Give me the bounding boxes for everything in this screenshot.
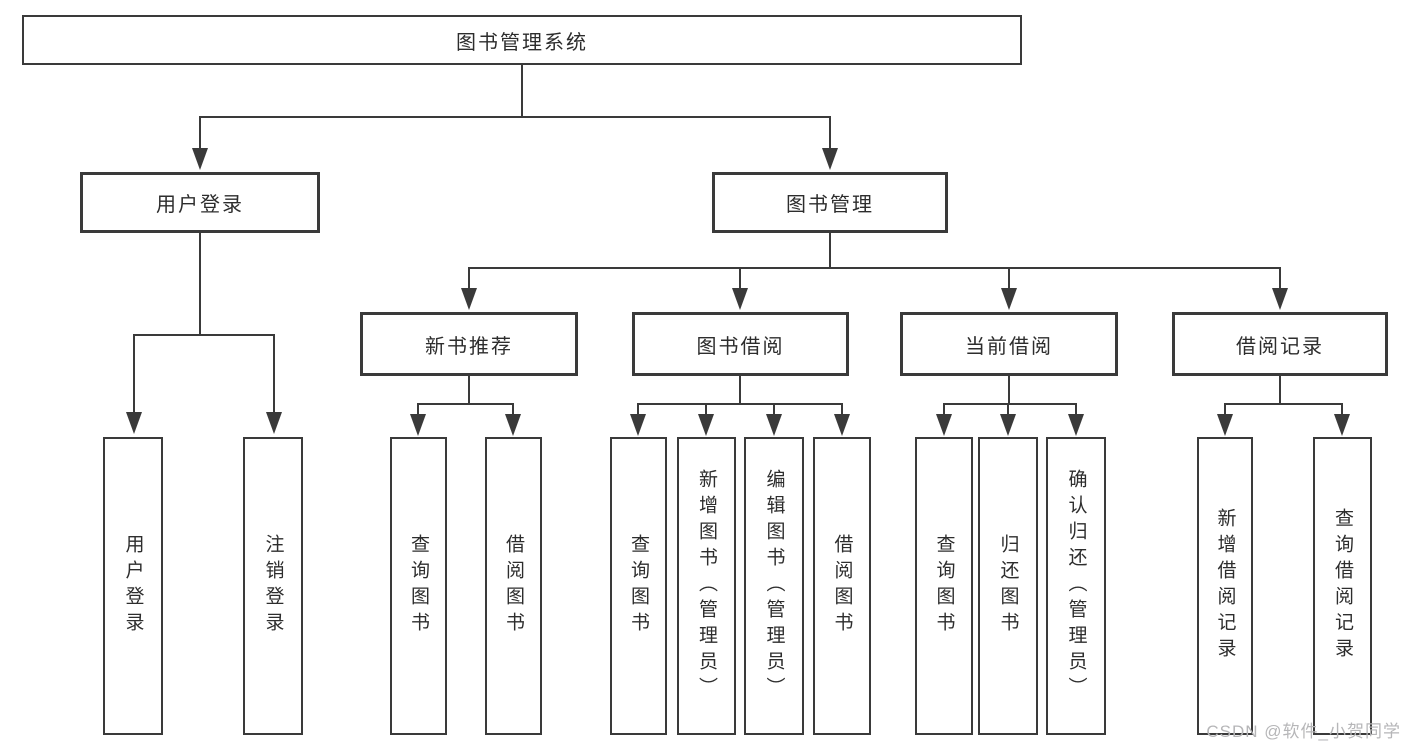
connector-line <box>829 116 831 150</box>
connector-line <box>417 403 514 405</box>
arrow-down-icon <box>461 288 477 310</box>
leaf-query-books-current: 查询图书 <box>915 437 973 735</box>
arrow-down-icon <box>822 148 838 170</box>
leaf-label: 确认归还（管理员） <box>1065 469 1087 703</box>
leaf-label: 新增借阅记录 <box>1214 508 1236 664</box>
connector-line <box>468 376 470 405</box>
arrow-down-icon <box>126 412 142 434</box>
node-label: 图书管理 <box>786 194 874 216</box>
leaf-logout: 注销登录 <box>243 437 303 735</box>
node-library-system: 图书管理系统 <box>22 15 1022 65</box>
node-new-book-recommend: 新书推荐 <box>360 312 578 376</box>
arrow-down-icon <box>1217 414 1233 436</box>
node-label: 图书管理系统 <box>456 31 588 54</box>
connector-line <box>637 403 639 415</box>
node-user-login: 用户登录 <box>80 172 320 233</box>
node-label: 用户登录 <box>156 194 244 216</box>
connector-line <box>1279 376 1281 405</box>
leaf-label: 查询借阅记录 <box>1332 508 1353 664</box>
leaf-query-borrow-record: 查询借阅记录 <box>1313 437 1372 735</box>
leaf-borrow-books-recommend: 借阅图书 <box>485 437 542 735</box>
connector-line <box>829 233 831 269</box>
leaf-label: 编辑图书（管理员） <box>763 469 785 703</box>
connector-line <box>943 403 1077 405</box>
arrow-down-icon <box>766 414 782 436</box>
connector-line <box>705 403 707 415</box>
connector-line <box>512 403 514 415</box>
leaf-label: 借阅图书 <box>503 534 524 638</box>
connector-line <box>133 334 275 336</box>
node-book-management: 图书管理 <box>712 172 948 233</box>
connector-line <box>521 65 523 118</box>
node-label: 新书推荐 <box>425 335 513 358</box>
arrow-down-icon <box>834 414 850 436</box>
connector-line <box>637 403 842 405</box>
node-current-borrowing: 当前借阅 <box>900 312 1118 376</box>
arrow-down-icon <box>732 288 748 310</box>
connector-line <box>1341 403 1343 415</box>
leaf-add-borrow-record: 新增借阅记录 <box>1197 437 1253 735</box>
csdn-watermark: CSDN @软件_小贺同学 <box>1206 722 1401 741</box>
leaf-label: 注销登录 <box>262 534 284 638</box>
arrow-down-icon <box>1068 414 1084 436</box>
connector-line <box>1224 403 1226 415</box>
arrow-down-icon <box>192 148 208 170</box>
leaf-borrow-books: 借阅图书 <box>813 437 871 735</box>
node-book-borrowing: 图书借阅 <box>632 312 849 376</box>
leaf-query-books-recommend: 查询图书 <box>390 437 447 735</box>
arrow-down-icon <box>1272 288 1288 310</box>
arrow-down-icon <box>1001 288 1017 310</box>
connector-line <box>417 403 419 415</box>
connector-line <box>773 403 775 415</box>
connector-line <box>199 116 201 150</box>
arrow-down-icon <box>698 414 714 436</box>
connector-line <box>1007 403 1009 415</box>
leaf-label: 查询图书 <box>933 534 955 638</box>
connector-line <box>1224 403 1343 405</box>
leaf-label: 用户登录 <box>122 534 144 638</box>
leaf-user-login: 用户登录 <box>103 437 163 735</box>
leaf-label: 查询图书 <box>408 534 429 638</box>
node-label: 借阅记录 <box>1236 335 1324 358</box>
leaf-label: 新增图书（管理员） <box>696 469 717 703</box>
arrow-down-icon <box>410 414 426 436</box>
arrow-down-icon <box>266 412 282 434</box>
connector-line <box>943 403 945 415</box>
connector-line <box>199 116 831 118</box>
leaf-edit-books-admin: 编辑图书（管理员） <box>744 437 804 735</box>
connector-line <box>133 334 135 412</box>
connector-line <box>739 267 741 289</box>
arrow-down-icon <box>630 414 646 436</box>
connector-line <box>1008 267 1010 289</box>
node-label: 当前借阅 <box>965 335 1053 358</box>
arrow-down-icon <box>936 414 952 436</box>
connector-line <box>273 334 275 412</box>
leaf-label: 查询图书 <box>628 534 649 638</box>
connector-line <box>1279 267 1281 289</box>
arrow-down-icon <box>1000 414 1016 436</box>
arrow-down-icon <box>1334 414 1350 436</box>
leaf-confirm-return-admin: 确认归还（管理员） <box>1046 437 1106 735</box>
node-borrowing-records: 借阅记录 <box>1172 312 1388 376</box>
leaf-add-books-admin: 新增图书（管理员） <box>677 437 736 735</box>
connector-line <box>468 267 1281 269</box>
node-label: 图书借阅 <box>696 335 785 358</box>
connector-line <box>1008 376 1010 405</box>
leaf-query-books-borrowing: 查询图书 <box>610 437 667 735</box>
connector-line <box>468 267 470 289</box>
arrow-down-icon <box>505 414 521 436</box>
connector-line <box>1075 403 1077 415</box>
leaf-label: 归还图书 <box>997 534 1019 638</box>
leaf-return-books: 归还图书 <box>978 437 1038 735</box>
leaf-label: 借阅图书 <box>831 534 853 638</box>
connector-line <box>199 233 201 336</box>
connector-line <box>739 376 741 405</box>
connector-line <box>841 403 843 415</box>
